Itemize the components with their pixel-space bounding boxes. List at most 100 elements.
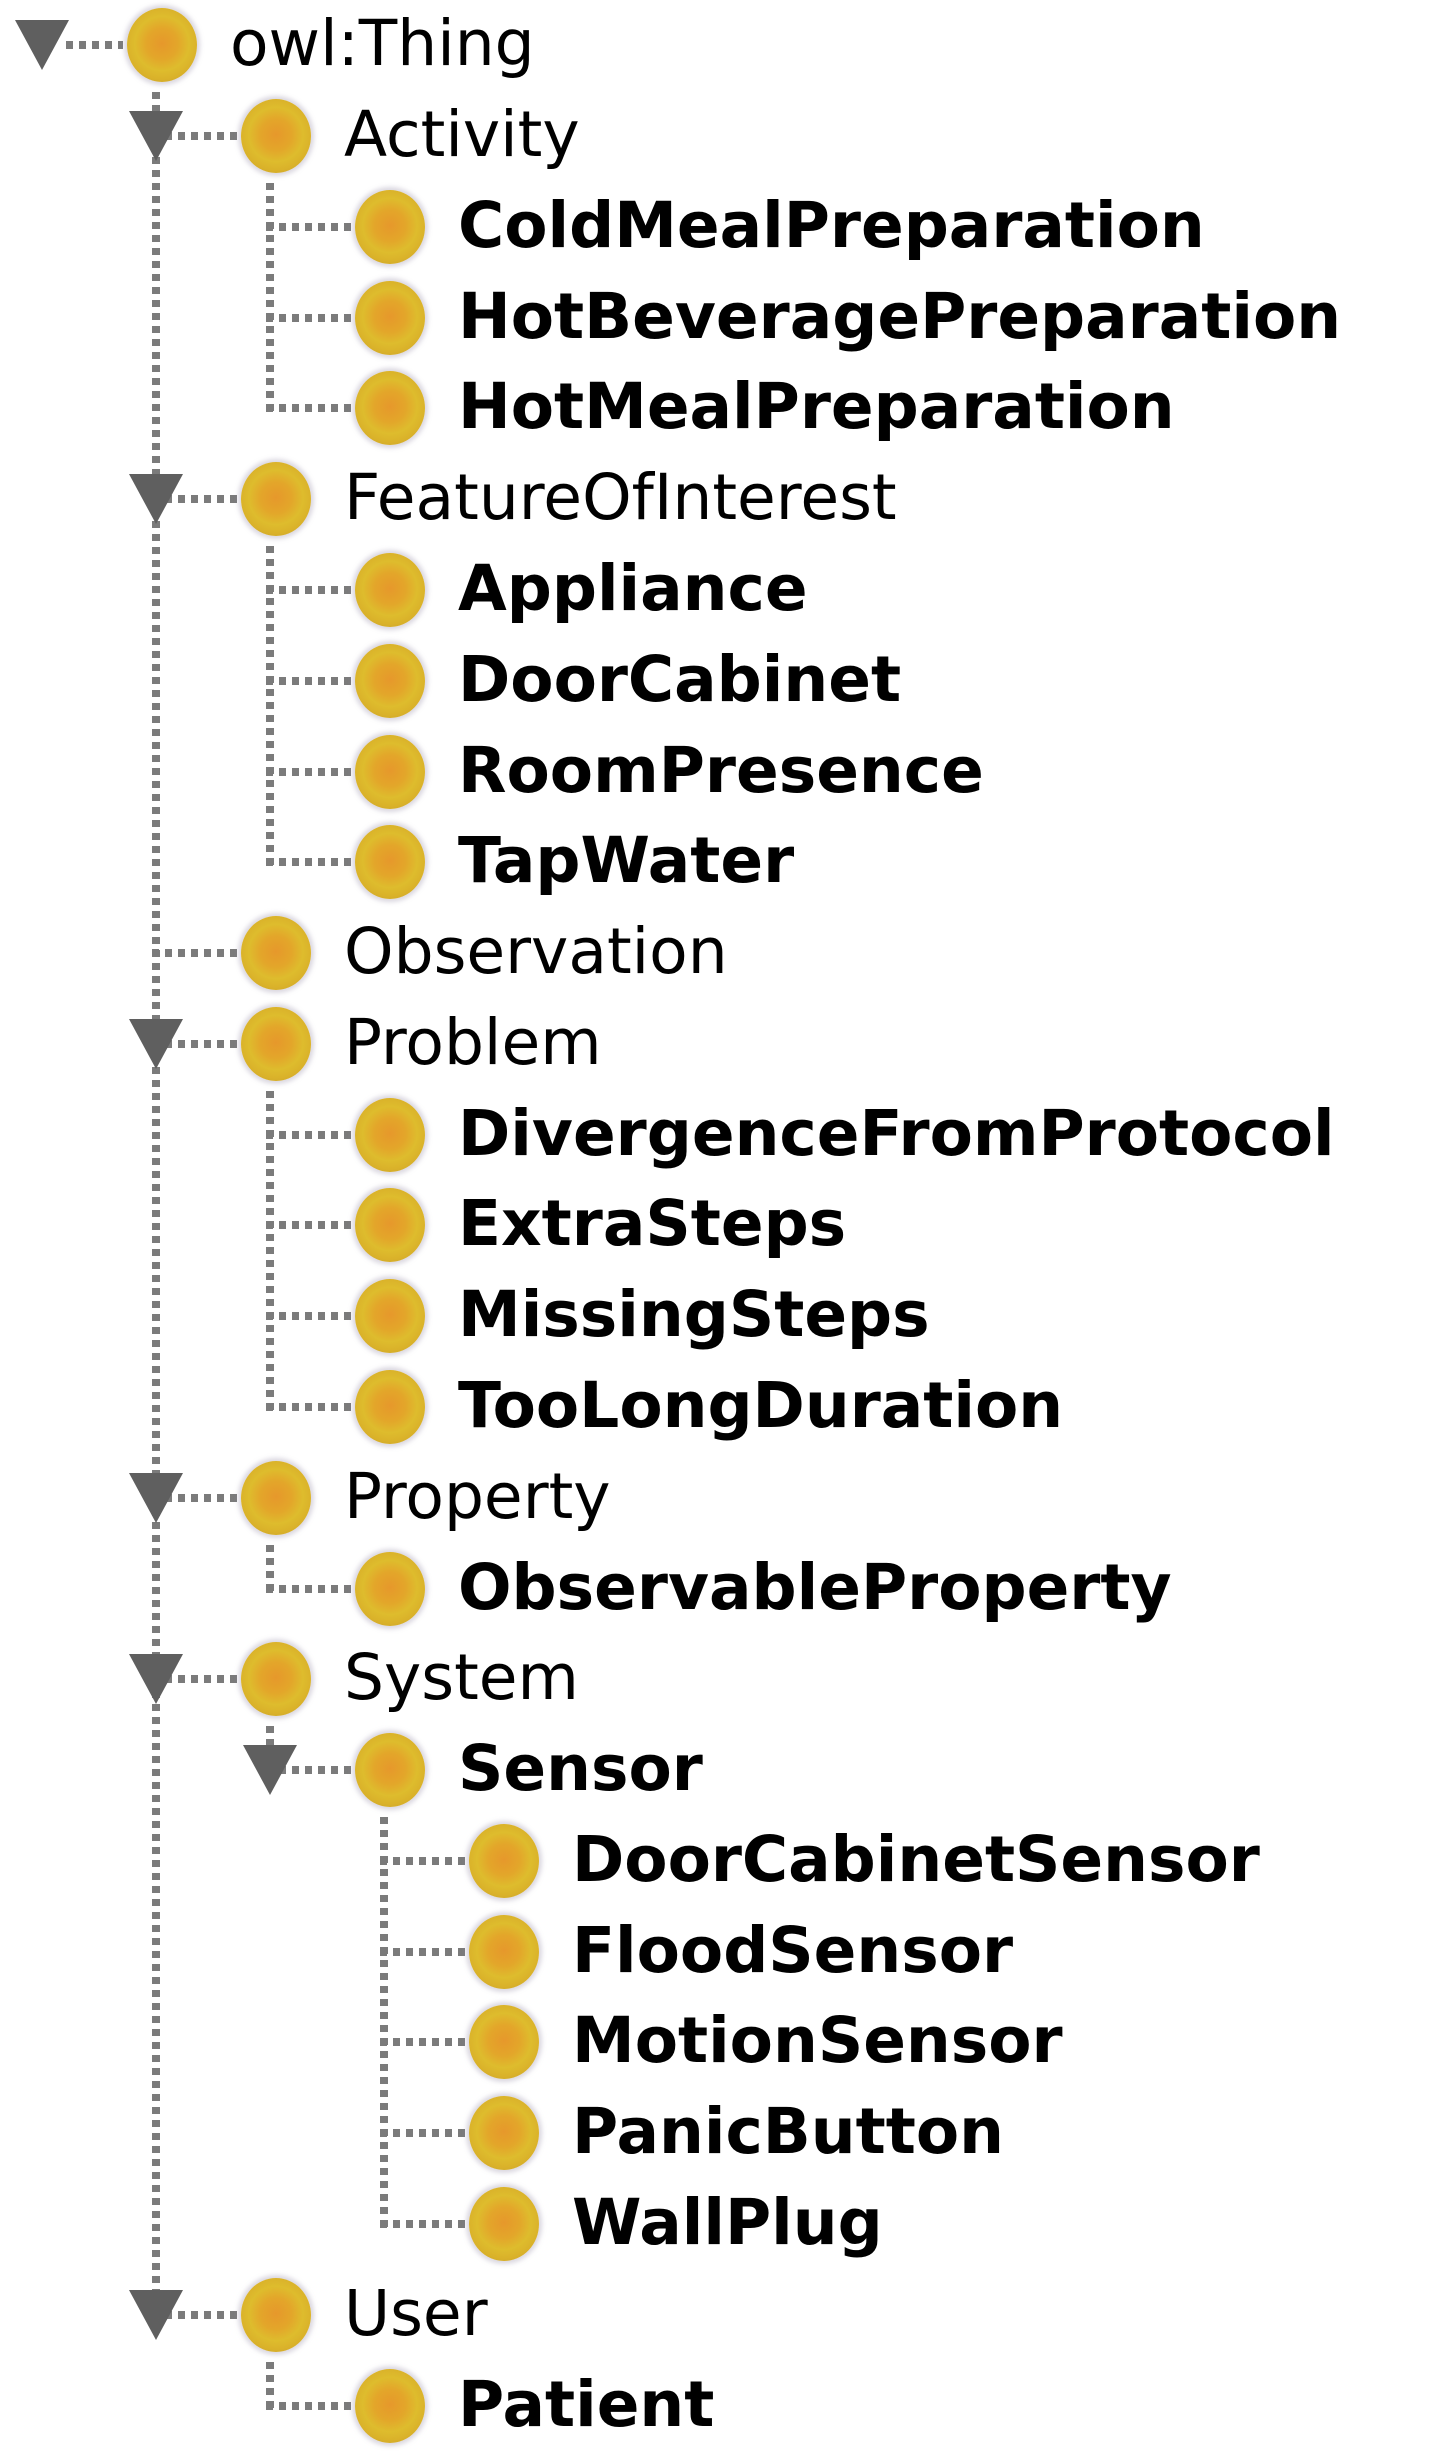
class-name-label[interactable]: RoomPresence: [458, 733, 984, 807]
tree-row-doorcabinetsensor[interactable]: DoorCabinetSensor: [0, 1816, 1455, 1907]
tree-row-observation[interactable]: Observation: [0, 908, 1455, 999]
tree-row-roompresence[interactable]: RoomPresence: [0, 726, 1455, 817]
class-name-label[interactable]: HotMealPreparation: [458, 370, 1175, 444]
class-icon[interactable]: [355, 553, 425, 628]
class-icon[interactable]: [469, 1914, 539, 1989]
tree-row-hotbeveragepreparation[interactable]: HotBeveragePreparation: [0, 272, 1455, 363]
tree-connector-dots: [266, 1130, 351, 1139]
expand-collapse-triangle-icon[interactable]: [129, 474, 183, 525]
tree-connector-dots: [266, 676, 351, 685]
tree-row-problem[interactable]: Problem: [0, 999, 1455, 1090]
expand-collapse-triangle-icon[interactable]: [129, 111, 183, 162]
class-icon[interactable]: [355, 371, 425, 446]
expand-collapse-triangle-icon[interactable]: [129, 1654, 183, 1705]
class-icon[interactable]: [241, 1642, 311, 1717]
tree-row-motionsensor[interactable]: MotionSensor: [0, 1997, 1455, 2088]
class-name-label[interactable]: DivergenceFromProtocol: [458, 1096, 1335, 1170]
class-name-label[interactable]: ExtraSteps: [458, 1187, 847, 1261]
tree-row-featureofinterest[interactable]: FeatureOfInterest: [0, 454, 1455, 545]
tree-row-sensor[interactable]: Sensor: [0, 1725, 1455, 1816]
class-icon[interactable]: [241, 2277, 311, 2352]
class-icon[interactable]: [355, 825, 425, 900]
expand-collapse-triangle-icon[interactable]: [129, 1018, 183, 1069]
class-name-label[interactable]: FloodSensor: [572, 1913, 1014, 1987]
class-name-label[interactable]: TooLongDuration: [458, 1369, 1064, 1443]
class-name-label[interactable]: Patient: [458, 2367, 715, 2441]
tree-row-toolongduration[interactable]: TooLongDuration: [0, 1362, 1455, 1453]
expand-collapse-triangle-icon[interactable]: [243, 1745, 297, 1796]
class-name-label[interactable]: PanicButton: [572, 2095, 1005, 2169]
tree-row-missingsteps[interactable]: MissingSteps: [0, 1271, 1455, 1362]
class-icon[interactable]: [241, 916, 311, 991]
expand-collapse-triangle-icon[interactable]: [15, 20, 69, 71]
class-name-label[interactable]: System: [344, 1641, 579, 1715]
class-icon[interactable]: [355, 1097, 425, 1172]
class-name-label[interactable]: Property: [344, 1459, 611, 1533]
class-name-label[interactable]: WallPlug: [572, 2186, 883, 2260]
class-name-label[interactable]: User: [344, 2276, 488, 2350]
tree-row-patient[interactable]: Patient: [0, 2360, 1455, 2451]
class-icon[interactable]: [241, 462, 311, 537]
class-name-label[interactable]: MissingSteps: [458, 1278, 930, 1352]
tree-row-activity[interactable]: Activity: [0, 91, 1455, 182]
tree-row-panicbutton[interactable]: PanicButton: [0, 2088, 1455, 2179]
class-name-label[interactable]: FeatureOfInterest: [344, 461, 897, 535]
tree-row-observableproperty[interactable]: ObservableProperty: [0, 1543, 1455, 1634]
class-icon[interactable]: [241, 1006, 311, 1081]
tree-connector-vertical-line: [380, 1817, 388, 2229]
tree-row-coldmealpreparation[interactable]: ColdMealPreparation: [0, 182, 1455, 273]
class-icon[interactable]: [127, 8, 197, 83]
class-icon[interactable]: [355, 1279, 425, 1354]
class-name-label[interactable]: DoorCabinet: [458, 642, 902, 716]
expand-collapse-triangle-icon[interactable]: [129, 2289, 183, 2340]
class-name-label[interactable]: ObservableProperty: [458, 1550, 1172, 1624]
class-name-label[interactable]: Problem: [344, 1005, 602, 1079]
class-icon[interactable]: [355, 189, 425, 264]
tree-row-owl-thing[interactable]: owl:Thing: [0, 0, 1455, 91]
tree-row-doorcabinet[interactable]: DoorCabinet: [0, 635, 1455, 726]
class-icon[interactable]: [355, 1188, 425, 1263]
class-icon[interactable]: [469, 1823, 539, 1898]
tree-row-user[interactable]: User: [0, 2269, 1455, 2360]
tree-connector-vertical-line: [266, 1544, 274, 1593]
class-icon[interactable]: [241, 1460, 311, 1535]
class-icon[interactable]: [355, 1551, 425, 1626]
class-icon[interactable]: [355, 734, 425, 809]
class-name-label[interactable]: DoorCabinetSensor: [572, 1822, 1260, 1896]
tree-connector-vertical-line: [266, 1090, 274, 1412]
class-name-label[interactable]: Observation: [344, 915, 728, 989]
tree-row-appliance[interactable]: Appliance: [0, 545, 1455, 636]
tree-row-extrasteps[interactable]: ExtraSteps: [0, 1180, 1455, 1271]
tree-row-divergencefromprotocol[interactable]: DivergenceFromProtocol: [0, 1089, 1455, 1180]
class-icon[interactable]: [355, 643, 425, 718]
tree-connector-dots: [152, 132, 237, 141]
class-icon[interactable]: [355, 280, 425, 355]
class-icon[interactable]: [241, 99, 311, 174]
tree-row-hotmealpreparation[interactable]: HotMealPreparation: [0, 363, 1455, 454]
class-name-label[interactable]: TapWater: [458, 824, 795, 898]
class-name-label[interactable]: ColdMealPreparation: [458, 188, 1205, 262]
class-name-label[interactable]: Activity: [344, 98, 580, 172]
class-name-label[interactable]: owl:Thing: [230, 7, 535, 81]
tree-row-wallplug[interactable]: WallPlug: [0, 2179, 1455, 2270]
expand-collapse-triangle-icon[interactable]: [129, 1472, 183, 1523]
class-icon[interactable]: [355, 1733, 425, 1808]
class-icon[interactable]: [469, 2005, 539, 2080]
tree-connector-dots: [266, 767, 351, 776]
tree-row-system[interactable]: System: [0, 1634, 1455, 1725]
tree-connector-dots: [266, 2401, 351, 2410]
tree-row-property[interactable]: Property: [0, 1452, 1455, 1543]
tree-row-tapwater[interactable]: TapWater: [0, 817, 1455, 908]
class-icon[interactable]: [469, 2187, 539, 2262]
class-icon[interactable]: [469, 2096, 539, 2171]
class-name-label[interactable]: Appliance: [458, 552, 808, 626]
class-icon[interactable]: [355, 2368, 425, 2443]
class-name-label[interactable]: MotionSensor: [572, 2004, 1063, 2078]
tree-row-floodsensor[interactable]: FloodSensor: [0, 1906, 1455, 1997]
tree-connector-dots: [266, 313, 351, 322]
class-name-label[interactable]: HotBeveragePreparation: [458, 279, 1342, 353]
class-name-label[interactable]: Sensor: [458, 1732, 703, 1806]
tree-connector-vertical-line: [152, 92, 160, 2319]
class-icon[interactable]: [355, 1370, 425, 1445]
